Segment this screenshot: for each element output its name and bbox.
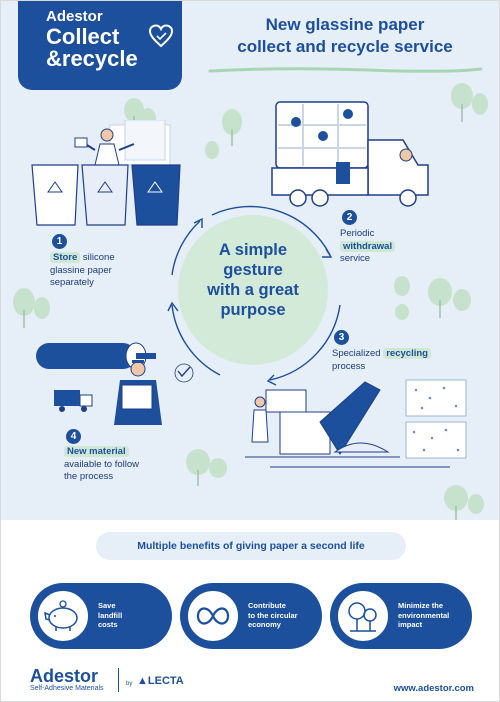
benefit-circular-economy: Contribute to the circular economy bbox=[180, 583, 322, 649]
benefit-3-line2: environmental bbox=[398, 610, 450, 620]
step-1-highlight: Store bbox=[50, 252, 81, 263]
step-1-number: 1 bbox=[52, 234, 67, 249]
step-4-highlight: New material bbox=[64, 446, 129, 457]
heart-recycle-icon bbox=[148, 24, 174, 48]
lecta-logo: ▲LECTA bbox=[137, 675, 184, 687]
title-line-2: collect and recycle service bbox=[237, 37, 453, 56]
step-1-line3: separately bbox=[50, 277, 94, 288]
step-4-number: 4 bbox=[66, 429, 81, 444]
logo-collect: Collect bbox=[46, 24, 120, 49]
step-3-text: Specialized recycling process bbox=[332, 348, 472, 373]
center-line-2: gesture bbox=[223, 261, 283, 279]
step-2-highlight: withdrawal bbox=[340, 240, 396, 252]
new-material-illustration bbox=[36, 342, 194, 425]
logo-box: Adestor Collect &recycle bbox=[18, 0, 182, 90]
footer-tagline: Self-Adhesive Materials bbox=[30, 685, 104, 692]
step-3-highlight: recycling bbox=[383, 348, 431, 359]
benefit-2-line2: to the circular bbox=[248, 610, 298, 620]
benefit-1-text: Save landfill costs bbox=[98, 601, 168, 630]
center-line-4: purpose bbox=[220, 301, 286, 319]
center-message: A simple gesture with a great purpose bbox=[188, 240, 318, 320]
step-1-line2: glassine paper bbox=[50, 264, 112, 276]
benefit-3-text: Minimize the environmental impact bbox=[398, 601, 468, 630]
benefit-1-line2: landfill bbox=[98, 610, 123, 620]
step-2-line1: Periodic bbox=[340, 228, 375, 239]
lecta-text: LECTA bbox=[147, 675, 184, 687]
cycle-arrows bbox=[167, 205, 341, 386]
step-3-number: 3 bbox=[334, 330, 349, 345]
trees-icon bbox=[348, 602, 377, 632]
center-line-3: with a great bbox=[207, 281, 299, 299]
lecta-mark-icon: ▲ bbox=[137, 675, 148, 687]
footer-divider bbox=[118, 668, 119, 692]
step-3-line2: process bbox=[332, 360, 366, 372]
benefit-2-text: Contribute to the circular economy bbox=[248, 601, 318, 630]
benefit-save-costs: Save landfill costs bbox=[30, 583, 172, 649]
step-2-line3: service bbox=[340, 253, 371, 264]
piggy-bank-icon bbox=[44, 600, 78, 631]
step-2-number: 2 bbox=[342, 210, 357, 225]
center-circle bbox=[178, 215, 328, 365]
page-title: New glassine paper collect and recycle s… bbox=[200, 14, 490, 58]
benefit-environmental-impact: Minimize the environmental impact bbox=[330, 583, 472, 649]
benefit-2-line1: Contribute bbox=[248, 601, 286, 610]
benefit-2-line3: economy bbox=[248, 620, 281, 629]
benefit-3-line3: impact bbox=[398, 620, 423, 629]
footer-brand: Adestor bbox=[30, 666, 99, 686]
logo-recycle: &recycle bbox=[46, 46, 138, 71]
background-trees bbox=[13, 83, 488, 520]
benefits-banner: Multiple benefits of giving paper a seco… bbox=[96, 532, 406, 560]
step-1-text: Store silicone glassine paper separately bbox=[50, 252, 160, 290]
logo-brand: Adestor bbox=[46, 8, 103, 25]
step-4-line3: the process bbox=[64, 471, 114, 482]
footer-by: by bbox=[126, 681, 133, 687]
title-line-1: New glassine paper bbox=[265, 15, 425, 34]
title-underline bbox=[208, 67, 483, 73]
step-4-text: New material available to follow the pro… bbox=[64, 446, 194, 484]
step-2-text: Periodic withdrawal service bbox=[340, 228, 450, 266]
benefit-icon-container bbox=[36, 589, 90, 643]
benefit-3-line1: Minimize the bbox=[398, 601, 444, 610]
center-line-1: A simple bbox=[218, 241, 288, 259]
website-link[interactable]: www.adestor.com bbox=[393, 683, 474, 694]
recycling-machine-illustration bbox=[245, 379, 467, 468]
benefit-icon-container bbox=[336, 589, 390, 643]
benefit-1-line1: Save bbox=[98, 601, 116, 610]
infinity-icon bbox=[196, 607, 230, 625]
truck-map-illustration bbox=[271, 101, 429, 207]
recycle-bins-illustration bbox=[31, 120, 181, 226]
step-4-line2: available to follow bbox=[64, 458, 139, 470]
step-1-line1-rest: silicone bbox=[80, 252, 115, 263]
step-3-line1: Specialized bbox=[332, 348, 384, 359]
benefit-icon-container bbox=[186, 589, 240, 643]
benefit-1-line3: costs bbox=[98, 620, 118, 629]
